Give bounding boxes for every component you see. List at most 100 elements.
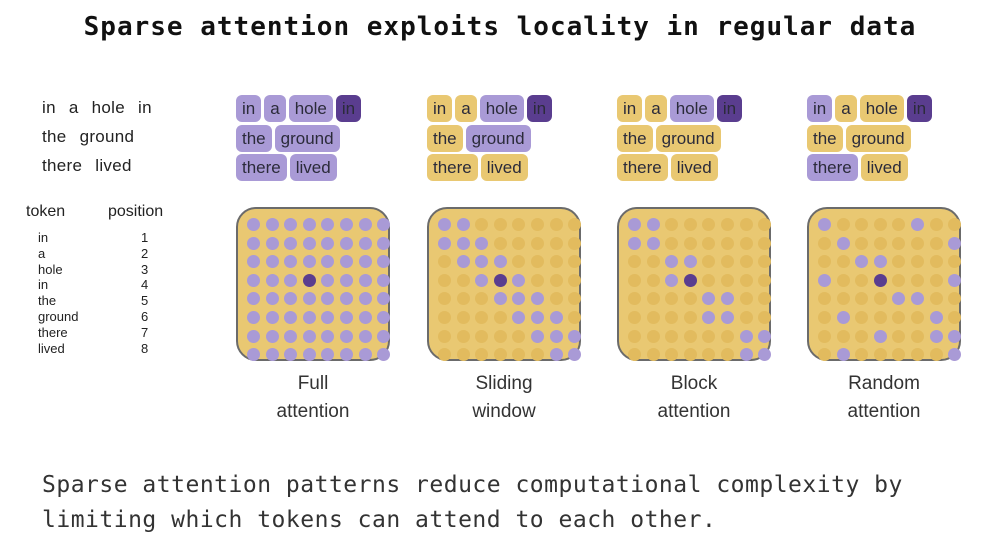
attention-dot [358,255,372,269]
token-chip: lived [480,154,528,181]
attention-dot [321,255,335,269]
attention-dot [665,273,679,287]
attention-dot [721,236,734,250]
attention-dot [265,292,279,306]
attention-dot [758,292,772,306]
token-chip: a [455,95,477,122]
caption-line: attention [847,401,921,422]
sentence-word: a [68,98,79,117]
attention-dot [683,348,697,362]
attention-dot [247,236,260,250]
attention-dot [531,218,544,231]
attention-dot [475,218,489,231]
attention-dot [739,311,753,324]
token-chip: lived [670,154,718,181]
attention-dot [665,255,679,269]
attention-dot [948,292,962,306]
attention-dot [873,329,887,343]
attention-dot [683,218,697,231]
attention-dot [758,255,772,269]
attention-dot [358,218,372,231]
token-chip: ground [845,124,911,152]
attention-dot [247,329,260,343]
attention-dot [836,273,850,287]
attention-dot [948,273,962,287]
attention-dot [265,273,279,287]
attention-dot [739,329,753,343]
token-cell: ground [38,308,79,324]
attention-dot [929,329,943,343]
sentence-word: in [42,98,56,117]
attention-dot [568,273,582,287]
attention-dot [302,311,316,324]
attention-dot [911,273,924,287]
attention-dot [302,329,316,343]
attention-dot [911,292,924,306]
attention-dot [855,218,869,231]
attention-dot [721,292,734,306]
attention-dot [302,292,316,306]
attention-dot [340,218,353,231]
attention-dot [702,255,716,269]
attention-dot [739,218,753,231]
attention-dot [456,273,470,287]
attention-dot [628,218,641,231]
attention-dot [247,273,260,287]
attention-dot [493,329,507,343]
attention-dot [665,311,679,324]
attention-dot [531,311,544,324]
attention-dot [818,329,831,343]
attention-dot [836,236,850,250]
attention-dot [948,255,962,269]
attention-dot [911,311,924,324]
attention-dot [702,348,716,362]
token-chip: ground [655,124,721,152]
attention-dot [646,311,660,324]
caption-line: Full [297,373,329,394]
attention-dot [628,273,641,287]
attention-dot [512,348,526,362]
token-chip: hole [288,95,333,122]
attention-dot [739,236,753,250]
attention-dot [321,292,335,306]
sentence-word: in [138,98,152,117]
attention-dot [948,311,962,324]
attention-dot [493,255,507,269]
attention-matrix [236,207,391,362]
sentence-word: ground [79,127,135,146]
attention-dot [549,348,563,362]
caption-line: attention [657,401,731,422]
attention-dot [247,311,260,324]
attention-dot [702,329,716,343]
attention-dot [247,292,260,306]
attention-dot [855,348,869,362]
attention-dot [818,348,831,362]
attention-dot [512,329,526,343]
attention-dot [818,255,831,269]
token-chip: lived [289,154,337,181]
attention-dot [646,329,660,343]
attention-dot [929,348,943,362]
attention-dot [438,236,451,250]
attention-dot [531,236,544,250]
attention-dot [739,255,753,269]
attention-dot [358,292,372,306]
attention-dot [377,292,391,306]
example-sentence: in a hole in the ground there lived [42,98,160,185]
attention-dot [818,218,831,231]
token-chip: hole [669,95,714,122]
attention-dot [911,236,924,250]
token-cell: the [38,293,57,309]
panel-caption: Sliding window [427,370,581,426]
attention-dot [948,348,962,362]
sentence-line-2: the ground [42,127,160,156]
attention-dot [702,236,716,250]
attention-dot [284,311,298,324]
attention-dot [892,311,906,324]
